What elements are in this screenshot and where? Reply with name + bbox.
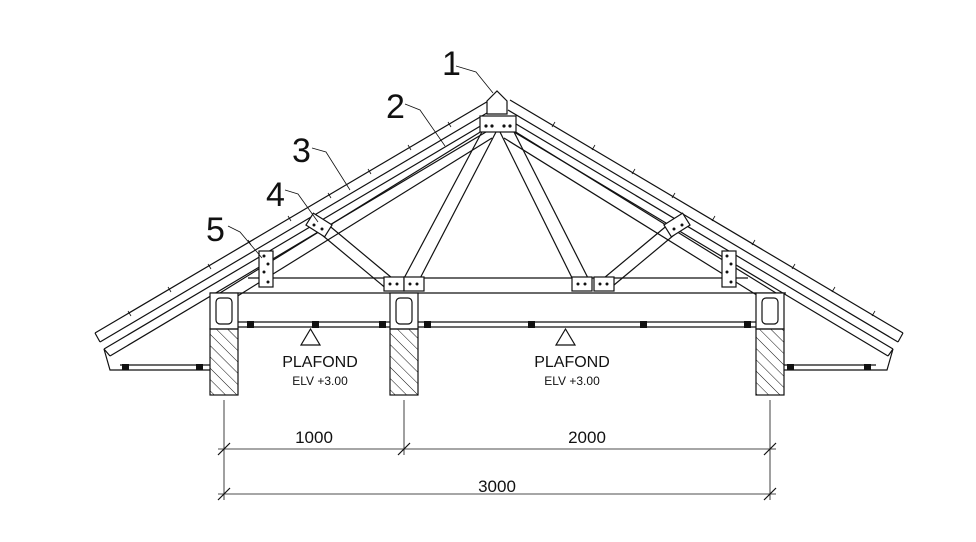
clip-plates [258, 250, 737, 288]
ceiling-right-title: PLAFOND [534, 354, 610, 371]
dimension-right-span: 2000 [568, 428, 606, 447]
eaves [103, 348, 894, 371]
dimension-total-span: 3000 [478, 477, 516, 496]
walls [209, 328, 785, 396]
ceiling-right-elevation: ELV +3.00 [544, 374, 600, 388]
dimension-lines [217, 400, 777, 501]
roof-covering-right [503, 99, 904, 357]
callout-2: 2 [386, 88, 405, 126]
ceiling-left-title: PLAFOND [282, 354, 358, 371]
gusset-plates [305, 115, 691, 292]
ring-beams [209, 292, 785, 330]
dimension-left-span: 1000 [295, 428, 333, 447]
callout-3: 3 [292, 132, 311, 170]
ridge-cap [486, 90, 508, 115]
level-marker-right [554, 327, 577, 346]
callout-4: 4 [266, 176, 285, 214]
strut-inner-right [499, 127, 591, 291]
ceiling-left-elevation: ELV +3.00 [292, 374, 348, 388]
callout-5: 5 [206, 211, 225, 249]
tie-beam [210, 277, 786, 294]
roof-battens [127, 121, 876, 317]
callout-1: 1 [442, 45, 461, 83]
callout-leaders [227, 65, 494, 259]
ceiling-line [238, 321, 756, 328]
level-marker-left [299, 327, 322, 346]
strut-inner-left [401, 127, 497, 291]
